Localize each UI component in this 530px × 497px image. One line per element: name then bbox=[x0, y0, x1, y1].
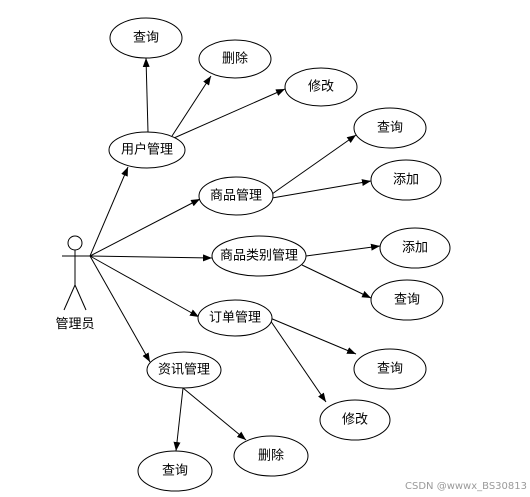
arrow-user-to-delete bbox=[171, 75, 212, 137]
arrow-news-to-delete bbox=[182, 387, 247, 441]
actor-label: 管理员 bbox=[55, 317, 94, 332]
use-case-order-management: 订单管理 bbox=[197, 299, 273, 337]
use-case-label: 用户管理 bbox=[121, 142, 173, 158]
use-case-label: 删除 bbox=[258, 449, 284, 464]
use-case-label: 修改 bbox=[308, 80, 334, 95]
use-case-user-modify: 修改 bbox=[284, 67, 358, 107]
use-case-product-add: 添加 bbox=[370, 159, 442, 201]
arrow-order-to-query bbox=[269, 317, 357, 355]
use-case-label: 删除 bbox=[222, 52, 248, 67]
use-case-news-delete: 删除 bbox=[233, 435, 309, 477]
arrow-user-to-query bbox=[142, 57, 150, 133]
arrow-order-to-modify bbox=[269, 319, 327, 403]
use-case-user-management: 用户管理 bbox=[108, 131, 186, 169]
use-case-label: 查询 bbox=[394, 293, 420, 308]
use-case-label: 添加 bbox=[402, 241, 428, 256]
arrow-actor-to-news-management bbox=[89, 255, 151, 363]
use-case-label: 查询 bbox=[377, 362, 403, 377]
use-case-label: 添加 bbox=[393, 173, 419, 188]
actor-left-leg bbox=[63, 284, 76, 311]
use-case-order-query: 查询 bbox=[353, 348, 427, 390]
use-case-product-query: 查询 bbox=[353, 107, 427, 149]
use-case-news-query: 查询 bbox=[137, 450, 213, 492]
arrow-actor-to-user-management bbox=[89, 166, 129, 257]
arrow-actor-to-order-management bbox=[89, 255, 200, 318]
arrow-actor-to-product-management bbox=[89, 198, 201, 257]
arrow-category-to-add bbox=[305, 243, 381, 257]
use-case-label: 查询 bbox=[133, 31, 159, 46]
use-case-label: 资讯管理 bbox=[158, 363, 210, 378]
arrow-actor-to-category-management bbox=[89, 254, 213, 262]
use-case-user-delete: 删除 bbox=[198, 39, 272, 79]
arrow-news-to-query bbox=[173, 387, 184, 452]
use-case-news-management: 资讯管理 bbox=[146, 351, 222, 389]
use-case-label: 修改 bbox=[342, 413, 368, 428]
actor-head bbox=[67, 235, 83, 251]
use-case-label: 查询 bbox=[377, 121, 403, 136]
use-case-label: 查询 bbox=[162, 464, 188, 479]
arrow-product-to-query bbox=[271, 134, 357, 195]
actor-administrator: 管理员 bbox=[55, 235, 95, 332]
arrow-product-to-add bbox=[271, 179, 372, 199]
use-case-label: 商品管理 bbox=[210, 189, 262, 204]
edges bbox=[89, 57, 381, 452]
actor-right-leg bbox=[74, 284, 87, 311]
arrow-user-to-modify bbox=[173, 88, 286, 139]
arrow-category-to-query bbox=[301, 264, 372, 299]
watermark-text: CSDN @wwwx_BS30813 bbox=[405, 481, 527, 492]
use-case-category-management: 商品类别管理 bbox=[211, 235, 307, 277]
use-case-category-query: 查询 bbox=[370, 279, 444, 321]
use-case-label: 订单管理 bbox=[209, 311, 261, 326]
use-case-user-query: 查询 bbox=[109, 17, 183, 59]
use-case-category-add: 添加 bbox=[379, 227, 451, 269]
use-case-label: 商品类别管理 bbox=[220, 249, 298, 264]
use-case-order-modify: 修改 bbox=[319, 399, 391, 441]
use-case-product-management: 商品管理 bbox=[198, 176, 274, 216]
